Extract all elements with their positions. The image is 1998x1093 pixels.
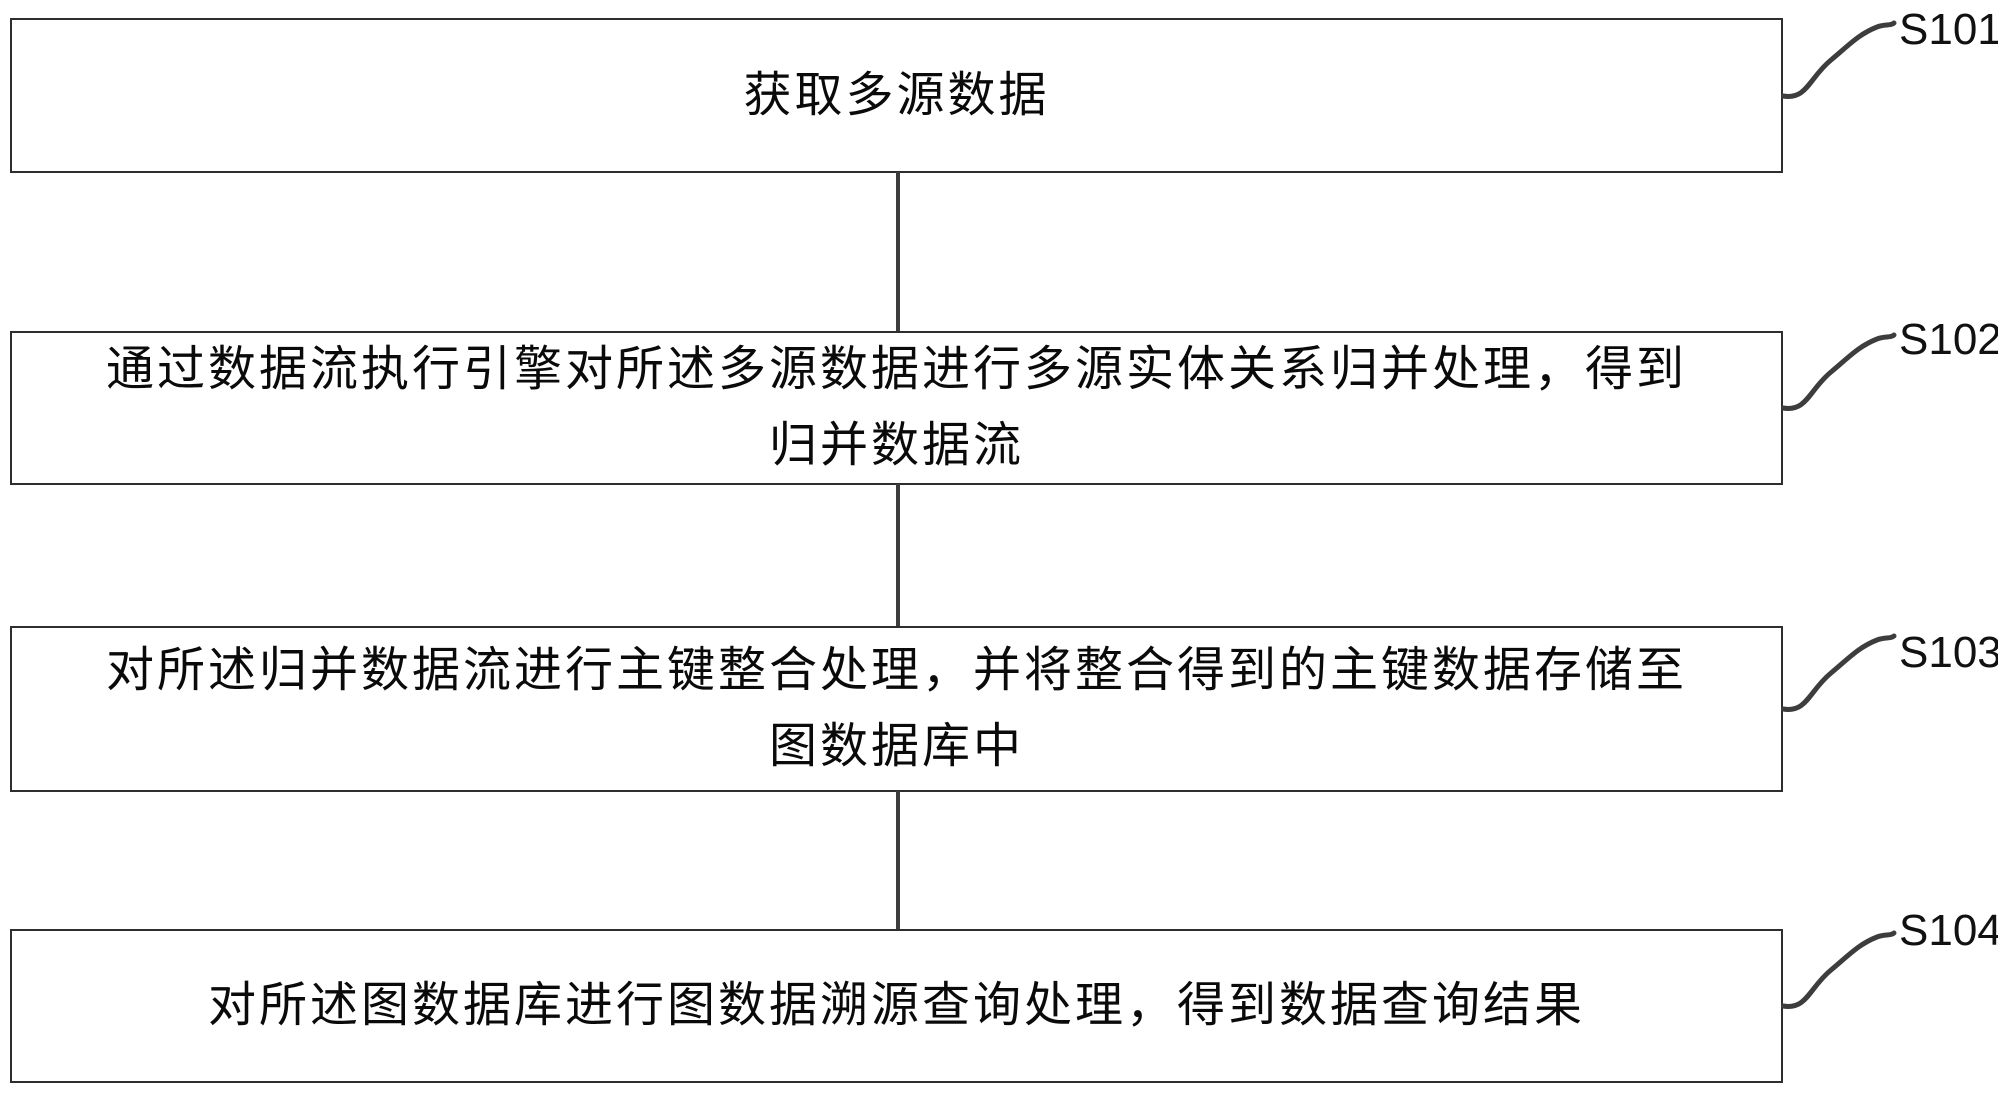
reference-squiggle-s102-icon bbox=[1781, 332, 1897, 411]
step-box-s103: 对所述归并数据流进行主键整合处理，并将整合得到的主键数据存储至 图数据库中 bbox=[10, 626, 1783, 792]
flow-connector-3 bbox=[896, 791, 900, 930]
step-s104-text: 对所述图数据库进行图数据溯源查询处理，得到数据查询结果 bbox=[207, 979, 1585, 1032]
reference-squiggle-s103-icon bbox=[1781, 633, 1897, 712]
step-s101-text: 获取多源数据 bbox=[743, 68, 1050, 122]
reference-squiggle-s101-icon bbox=[1781, 20, 1897, 99]
reference-squiggle-s104-icon bbox=[1781, 930, 1897, 1009]
flow-connector-2 bbox=[896, 484, 900, 627]
step-label-s104: S104 bbox=[1899, 906, 1998, 955]
step-box-s102: 通过数据流执行引擎对所述多源数据进行多源实体关系归并处理，得到 归并数据流 bbox=[10, 331, 1783, 485]
step-box-s104: 对所述图数据库进行图数据溯源查询处理，得到数据查询结果 bbox=[10, 929, 1783, 1083]
step-box-s101: 获取多源数据 bbox=[10, 18, 1783, 173]
step-s102-text-line1: 通过数据流执行引擎对所述多源数据进行多源实体关系归并处理，得到 bbox=[105, 343, 1687, 396]
step-s103-text-line2: 图数据库中 bbox=[768, 720, 1024, 773]
step-label-s101: S101 bbox=[1899, 5, 1998, 54]
step-label-s102: S102 bbox=[1899, 315, 1998, 364]
step-s103-text-line1: 对所述归并数据流进行主键整合处理，并将整合得到的主键数据存储至 bbox=[105, 644, 1687, 697]
step-s102-text-line2: 归并数据流 bbox=[768, 419, 1024, 472]
flow-connector-1 bbox=[896, 172, 900, 332]
step-label-s103: S103 bbox=[1899, 628, 1998, 677]
